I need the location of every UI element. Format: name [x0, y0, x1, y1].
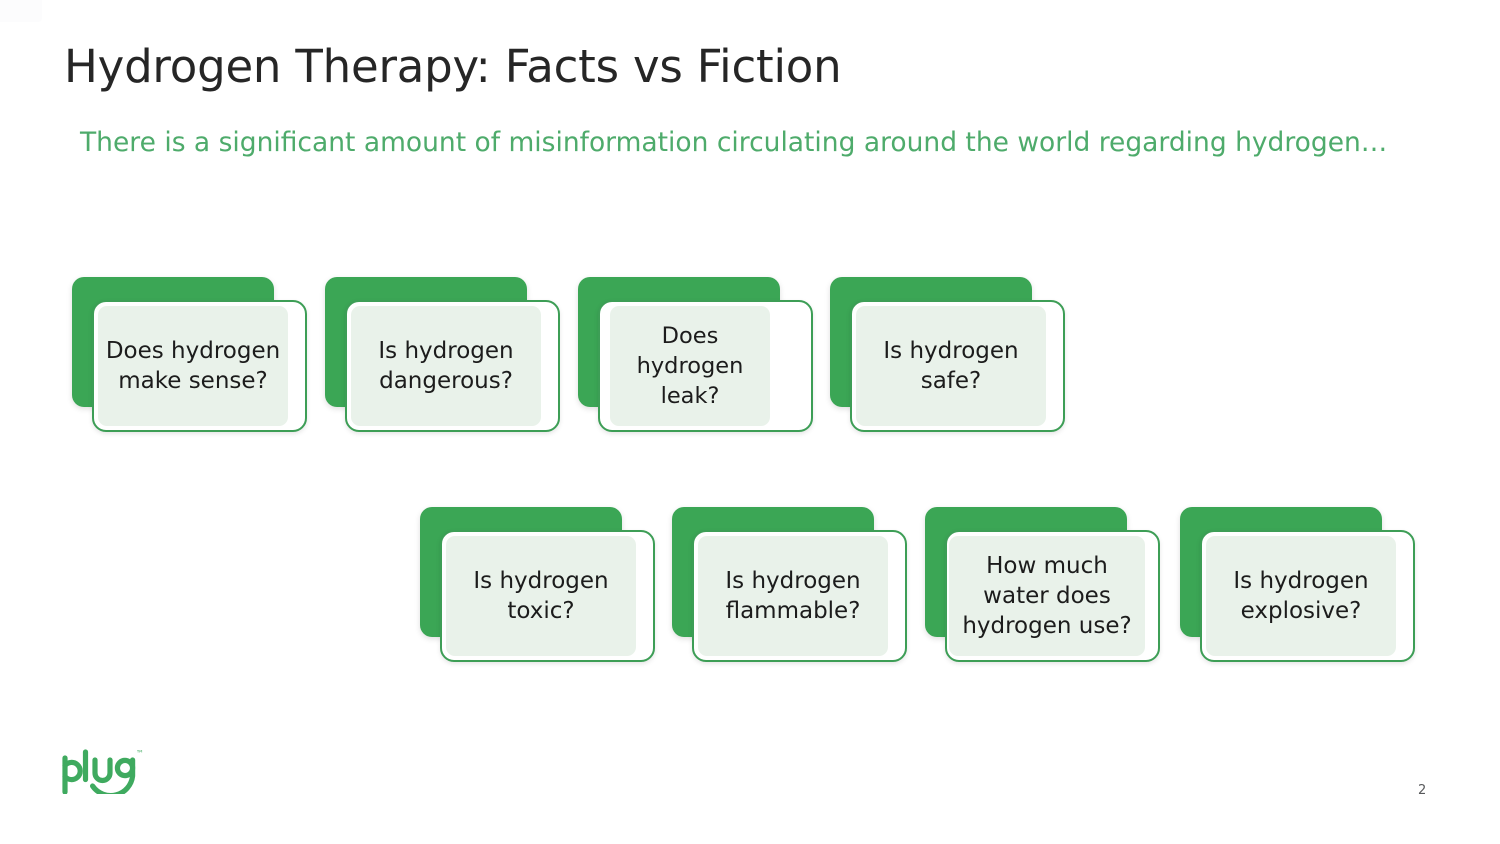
card-panel: Is hydrogen explosive? — [1206, 536, 1396, 656]
card-label: Does hydrogen leak? — [636, 323, 744, 409]
page-subtitle: There is a significant amount of misinfo… — [80, 127, 1388, 158]
question-card[interactable]: How much water does hydrogen use? — [925, 507, 1163, 665]
card-label: Is hydrogen dangerous? — [378, 338, 514, 394]
page-title: Hydrogen Therapy: Facts vs Fiction — [64, 40, 842, 93]
question-card[interactable]: Is hydrogen explosive? — [1180, 507, 1418, 665]
plug-logo: ™ — [62, 748, 148, 794]
trademark-icon: ™ — [136, 749, 144, 758]
question-card[interactable]: Is hydrogen dangerous? — [325, 277, 563, 435]
card-label: How much water does hydrogen use? — [962, 553, 1132, 639]
card-panel: Does hydrogen leak? — [610, 306, 770, 426]
question-card[interactable]: Does hydrogen make sense? — [72, 277, 310, 435]
card-panel: Does hydrogen make sense? — [98, 306, 288, 426]
question-card[interactable]: Is hydrogen toxic? — [420, 507, 658, 665]
card-panel: Is hydrogen safe? — [856, 306, 1046, 426]
card-panel: Is hydrogen toxic? — [446, 536, 636, 656]
card-panel: Is hydrogen flammable? — [698, 536, 888, 656]
card-label: Is hydrogen explosive? — [1233, 568, 1369, 624]
card-panel: Is hydrogen dangerous? — [351, 306, 541, 426]
question-card[interactable]: Is hydrogen flammable? — [672, 507, 910, 665]
card-panel: How much water does hydrogen use? — [949, 536, 1145, 656]
card-label: Does hydrogen make sense? — [105, 338, 281, 394]
corner-artifact — [0, 0, 42, 22]
page-number: 2 — [1418, 783, 1427, 798]
card-label: Is hydrogen safe? — [883, 338, 1019, 394]
card-label: Is hydrogen flammable? — [725, 568, 861, 624]
card-label: Is hydrogen toxic? — [473, 568, 609, 624]
question-card[interactable]: Does hydrogen leak? — [578, 277, 816, 435]
question-card[interactable]: Is hydrogen safe? — [830, 277, 1068, 435]
